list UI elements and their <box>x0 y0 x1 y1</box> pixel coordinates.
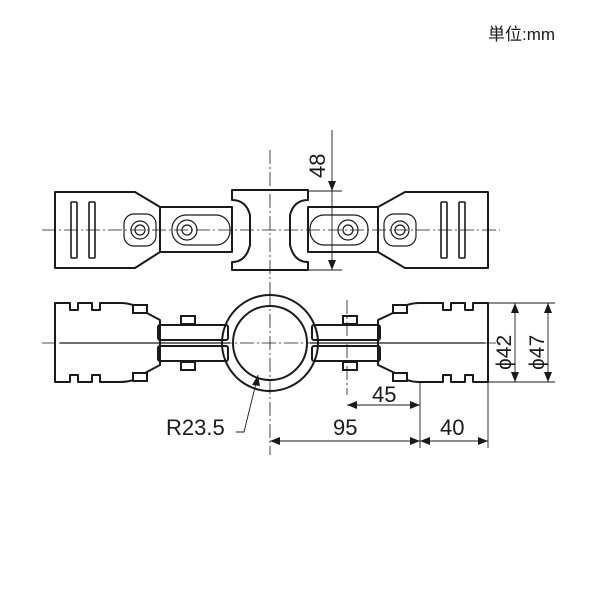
front-left-link-upper <box>157 324 229 341</box>
dim-radius: R23.5 <box>166 374 260 440</box>
svg-text:48: 48 <box>305 154 330 178</box>
front-right-clamp <box>377 302 489 383</box>
top-view <box>42 150 500 300</box>
svg-text:95: 95 <box>333 415 357 440</box>
svg-text:R23.5: R23.5 <box>166 415 225 440</box>
top-left-link <box>160 206 233 253</box>
dim-45: 45 <box>347 382 421 448</box>
dim-48: 48 <box>305 130 342 271</box>
unit-label: 単位:mm <box>488 25 555 44</box>
front-right-link-upper <box>311 324 381 341</box>
svg-text:ϕ47: ϕ47 <box>526 335 549 370</box>
svg-text:ϕ42: ϕ42 <box>493 335 516 370</box>
front-left-clamp <box>54 302 161 383</box>
top-right-link <box>307 206 378 253</box>
svg-text:45: 45 <box>372 382 396 407</box>
front-view <box>42 292 500 455</box>
svg-text:40: 40 <box>440 415 464 440</box>
dim-diameters: ϕ42 ϕ47 <box>488 302 555 383</box>
front-right-link-lower <box>311 345 381 362</box>
front-left-link-lower <box>157 345 229 362</box>
dim-95-40: 95 40 <box>270 382 489 448</box>
